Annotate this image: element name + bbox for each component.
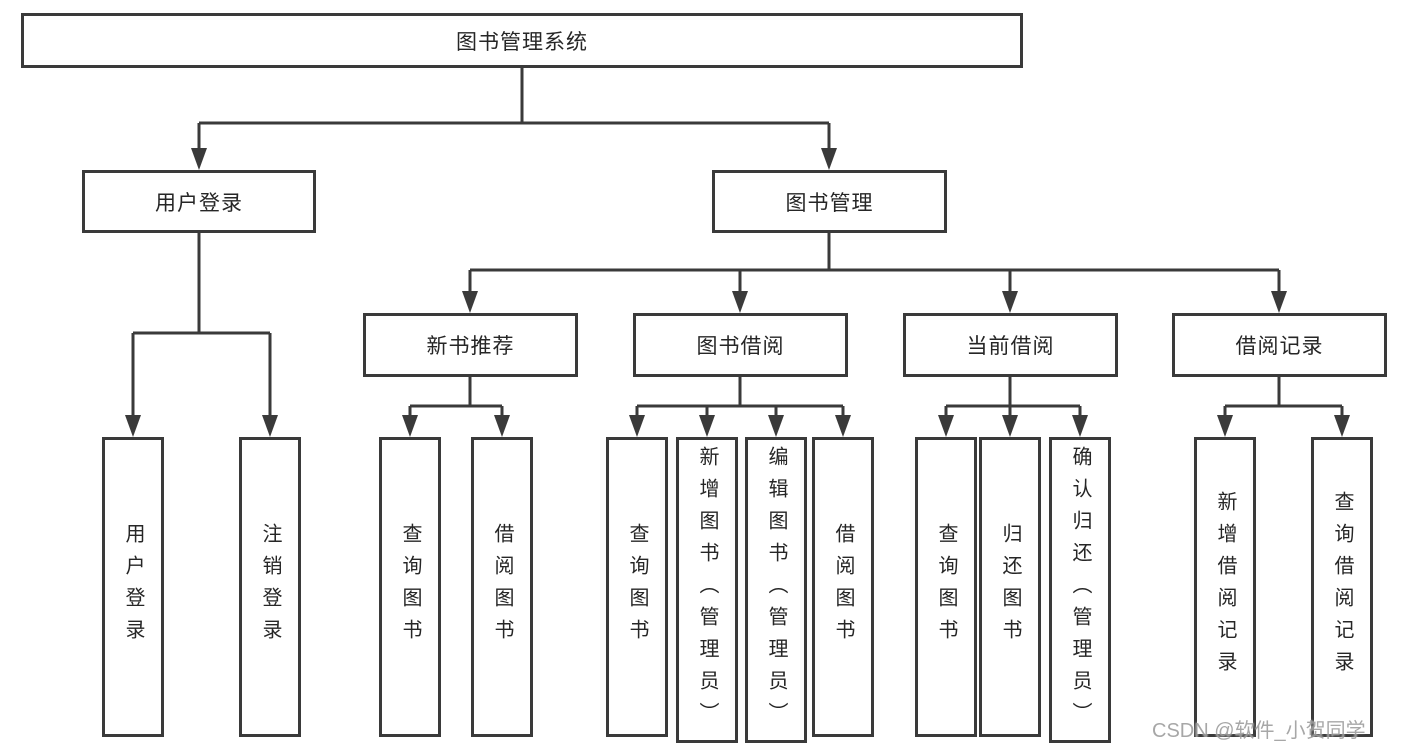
arrowhead <box>1217 415 1233 437</box>
node-book-borrow: 图书借阅 <box>633 313 848 377</box>
leaf-query-books-recommend: 查询图书 <box>379 437 441 737</box>
arrowhead <box>821 148 837 170</box>
arrowhead <box>462 291 478 313</box>
leaf-borrow-books-recommend: 借阅图书 <box>471 437 533 737</box>
connector-current-to-leaves <box>938 377 1088 437</box>
node-user-login: 用户登录 <box>82 170 316 233</box>
leaf-query-books-current: 查询图书 <box>915 437 977 737</box>
leaf-user-login: 用户登录 <box>102 437 164 737</box>
node-root-system: 图书管理系统 <box>21 13 1023 68</box>
arrowhead <box>402 415 418 437</box>
connector-records-to-leaves <box>1217 377 1350 437</box>
leaf-query-borrow-record: 查询借阅记录 <box>1311 437 1373 737</box>
leaf-query-books-borrow: 查询图书 <box>606 437 668 737</box>
connector-root-to-level2 <box>191 68 837 170</box>
leaf-logout: 注销登录 <box>239 437 301 737</box>
arrowhead <box>768 415 784 437</box>
node-current-borrow: 当前借阅 <box>903 313 1118 377</box>
leaf-return-book: 归还图书 <box>979 437 1041 737</box>
node-borrow-records: 借阅记录 <box>1172 313 1387 377</box>
connector-recommend-to-leaves <box>402 377 510 437</box>
node-book-management: 图书管理 <box>712 170 947 233</box>
leaf-edit-book-admin: 编辑图书（管理员） <box>745 437 807 743</box>
leaf-borrow-books: 借阅图书 <box>812 437 874 737</box>
arrowhead <box>1002 291 1018 313</box>
connector-login-to-leaves <box>125 233 278 437</box>
arrowhead <box>732 291 748 313</box>
arrowhead <box>1072 415 1088 437</box>
arrowhead <box>191 148 207 170</box>
arrowhead <box>125 415 141 437</box>
arrowhead <box>699 415 715 437</box>
connector-mgmt-to-level3 <box>462 233 1287 313</box>
arrowhead <box>1334 415 1350 437</box>
connector-borrow-to-leaves <box>629 377 851 437</box>
arrowhead <box>835 415 851 437</box>
leaf-confirm-return-admin: 确认归还（管理员） <box>1049 437 1111 743</box>
arrowhead <box>1002 415 1018 437</box>
node-new-book-recommend: 新书推荐 <box>363 313 578 377</box>
leaf-add-borrow-record: 新增借阅记录 <box>1194 437 1256 737</box>
arrowhead <box>1271 291 1287 313</box>
arrowhead <box>494 415 510 437</box>
arrowhead <box>938 415 954 437</box>
arrowhead <box>262 415 278 437</box>
leaf-add-book-admin: 新增图书（管理员） <box>676 437 738 743</box>
arrowhead <box>629 415 645 437</box>
